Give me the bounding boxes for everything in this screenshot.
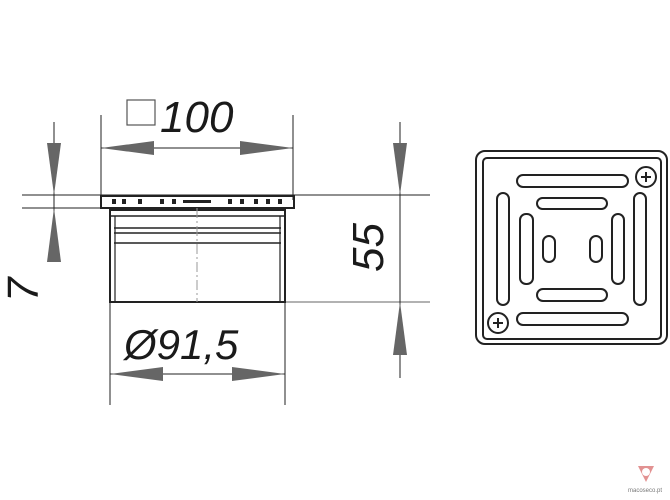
arrow-icon [232, 367, 285, 381]
watermark-text: macoseco.pt [628, 488, 663, 494]
screw-icon [487, 312, 509, 334]
watermark-logo-icon [638, 466, 654, 482]
dimension-width: 100 [160, 93, 234, 142]
arrow-icon [101, 141, 154, 155]
arrow-icon [393, 302, 407, 355]
dimension-diameter: Ø91,5 [122, 321, 239, 368]
square-symbol-icon [126, 99, 156, 126]
dimension-grate-thickness: 7 [0, 276, 48, 302]
arrow-icon [110, 367, 163, 381]
arrow-icon [47, 208, 61, 262]
arrow-icon [47, 143, 61, 195]
side-view [22, 115, 430, 405]
dimension-lines [47, 122, 407, 381]
screw-icon [635, 166, 657, 188]
arrow-icon [240, 141, 293, 155]
grate-slots [112, 199, 282, 204]
arrow-icon [393, 143, 407, 195]
plan-view [475, 150, 668, 345]
dimension-height: 55 [344, 223, 393, 272]
